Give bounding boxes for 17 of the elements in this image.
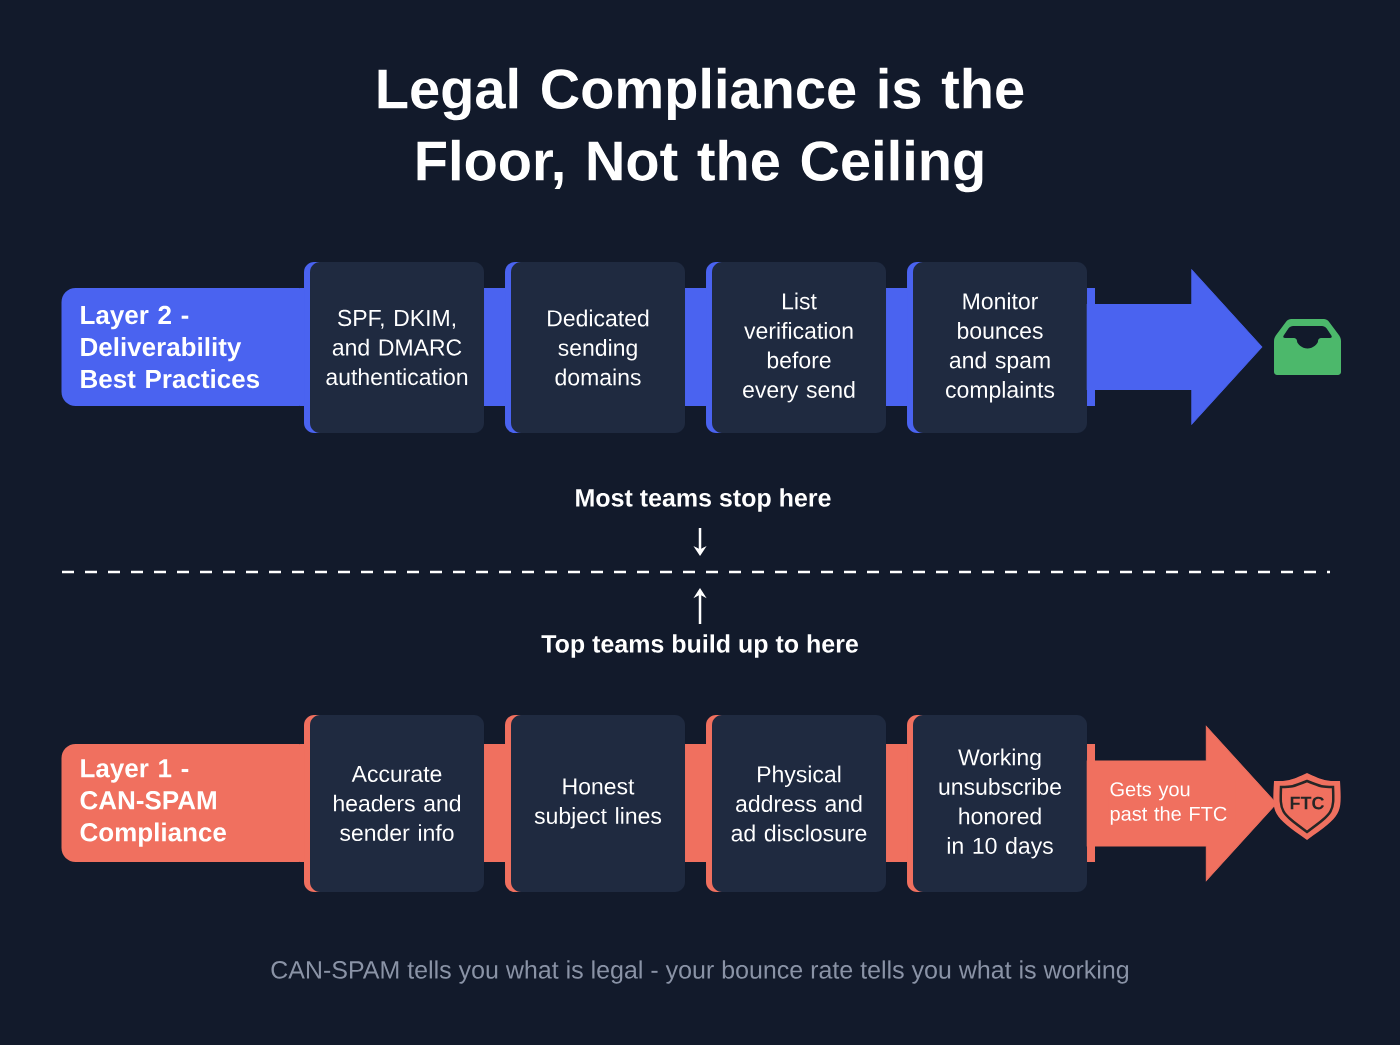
note: Top teams build up to here <box>541 634 858 658</box>
title: Legal Compliance is the Floor, Not the Ceiling <box>378 67 1024 193</box>
step-box: Dedicated sending domains <box>505 262 685 433</box>
edge-label: Gets you past the FTC <box>1108 781 1236 826</box>
step-box: Honest subject lines <box>505 715 685 892</box>
step-box: Working unsubscribe honored in 10 days <box>907 715 1087 892</box>
caption: CAN-SPAM tells you what is legal - your bounce rate tells you what is working <box>271 960 1129 984</box>
step-box: List verification before every send <box>706 262 886 433</box>
node-label: Layer 2 - Deliverability Best Practices <box>81 305 260 389</box>
step-box: SPF, DKIM, and DMARC authentication <box>304 262 484 433</box>
outcome-arrow <box>1086 269 1263 425</box>
shield-badge: FTC <box>1273 773 1341 840</box>
step-box: Accurate headers and sender info <box>304 715 484 892</box>
step-box: Physical address and ad disclosure <box>706 715 886 892</box>
node-label: Layer 1 - CAN-SPAM Compliance <box>80 759 226 847</box>
note: Most teams stop here <box>576 488 831 512</box>
step-box: Monitor bounces and spam complaints <box>907 262 1087 433</box>
